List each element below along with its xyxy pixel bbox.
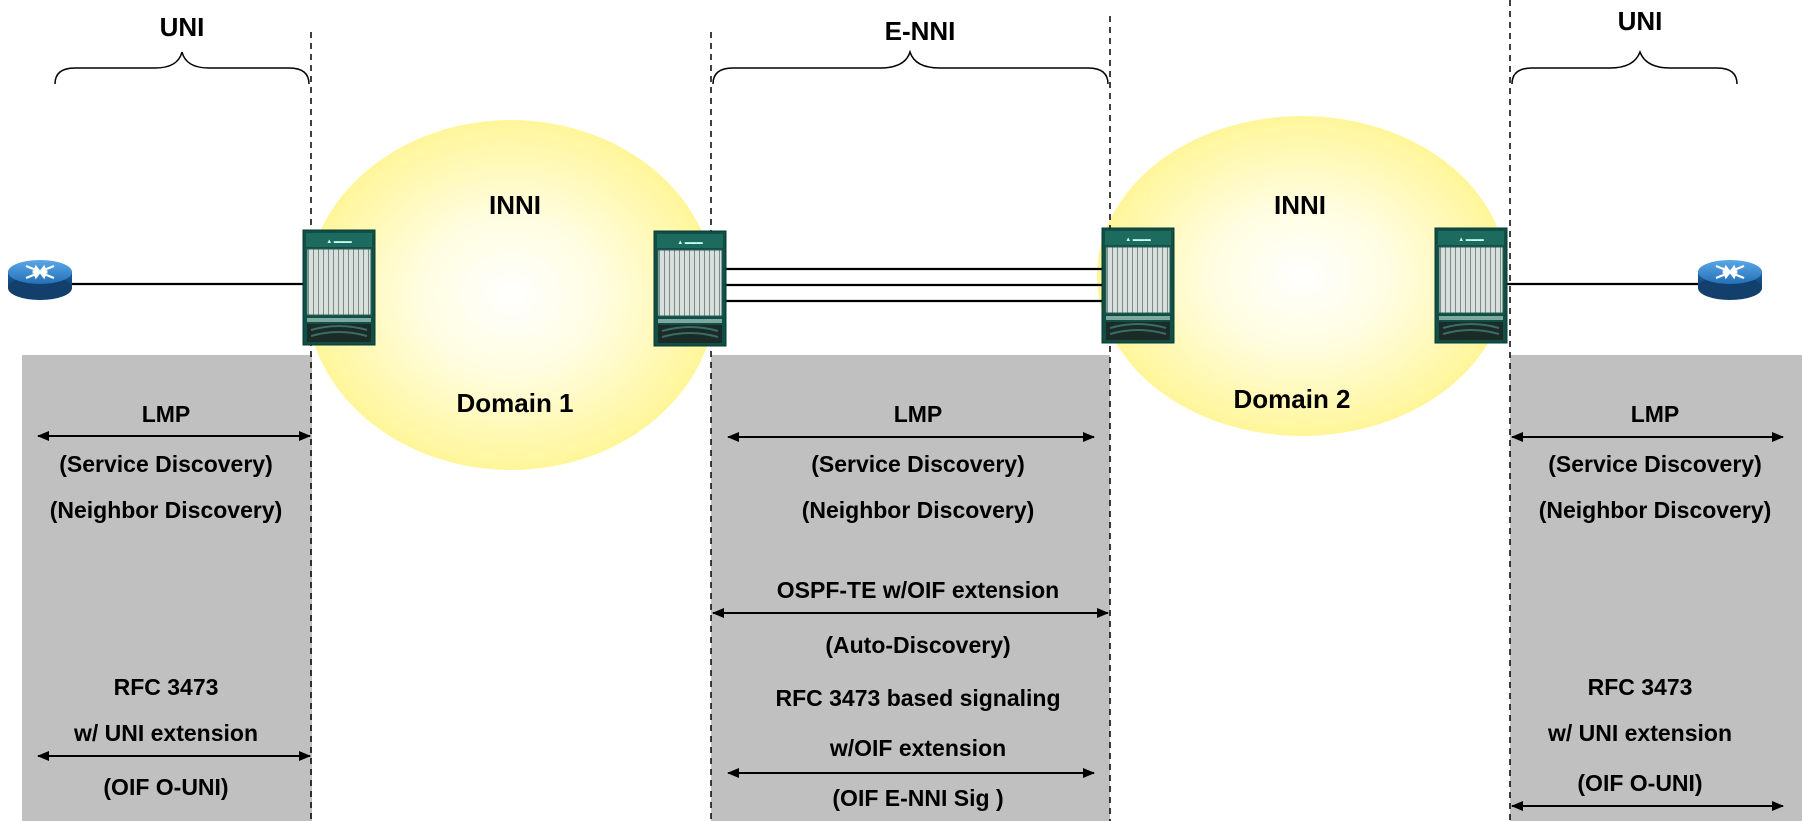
middle-auto-discovery: (Auto-Discovery) xyxy=(825,632,1010,658)
right-rfc-label: RFC 3473 xyxy=(1588,674,1693,700)
middle-service-discovery: (Service Discovery) xyxy=(811,451,1025,477)
enni-brace xyxy=(712,49,1109,85)
switch-domain-2-right-icon xyxy=(1434,227,1508,344)
middle-ospf-label: OSPF-TE w/OIF extension xyxy=(777,577,1059,603)
left-uni-brace xyxy=(54,51,310,85)
right-neighbor-discovery: (Neighbor Discovery) xyxy=(1539,497,1772,523)
middle-rfc-label: RFC 3473 based signaling xyxy=(775,685,1060,711)
router-right-icon xyxy=(1696,258,1764,302)
enni-label: E-NNI xyxy=(885,16,956,46)
middle-extension-label: w/OIF extension xyxy=(829,735,1006,761)
right-uni-label: UNI xyxy=(1618,6,1663,36)
middle-lmp-label: LMP xyxy=(894,401,943,427)
right-service-discovery: (Service Discovery) xyxy=(1548,451,1762,477)
domain-1-inni-label: INNI xyxy=(489,190,541,220)
left-oif-label: (OIF O-UNI) xyxy=(103,774,228,800)
router-left-icon xyxy=(6,258,74,302)
switch-domain-1-left-icon xyxy=(302,229,376,346)
domain-2-name: Domain 2 xyxy=(1233,384,1350,414)
left-uni-label: UNI xyxy=(160,12,205,42)
left-service-discovery: (Service Discovery) xyxy=(59,451,273,477)
left-rfc-label: RFC 3473 xyxy=(114,674,219,700)
left-neighbor-discovery: (Neighbor Discovery) xyxy=(50,497,283,523)
left-extension-label: w/ UNI extension xyxy=(73,720,258,746)
right-oif-label: (OIF O-UNI) xyxy=(1577,770,1702,796)
right-extension-label: w/ UNI extension xyxy=(1547,720,1732,746)
domain-2-ellipse xyxy=(1097,116,1507,436)
right-uni-brace xyxy=(1511,49,1738,85)
right-lmp-label: LMP xyxy=(1631,401,1680,427)
domain-2-inni-label: INNI xyxy=(1274,190,1326,220)
switch-domain-1-right-icon xyxy=(653,230,727,347)
domain-1-ellipse xyxy=(306,120,716,470)
domain-1-name: Domain 1 xyxy=(456,388,573,418)
middle-oif-label: (OIF E-NNI Sig ) xyxy=(832,785,1003,811)
switch-domain-2-left-icon xyxy=(1101,227,1175,344)
middle-neighbor-discovery: (Neighbor Discovery) xyxy=(802,497,1035,523)
left-lmp-label: LMP xyxy=(142,401,191,427)
